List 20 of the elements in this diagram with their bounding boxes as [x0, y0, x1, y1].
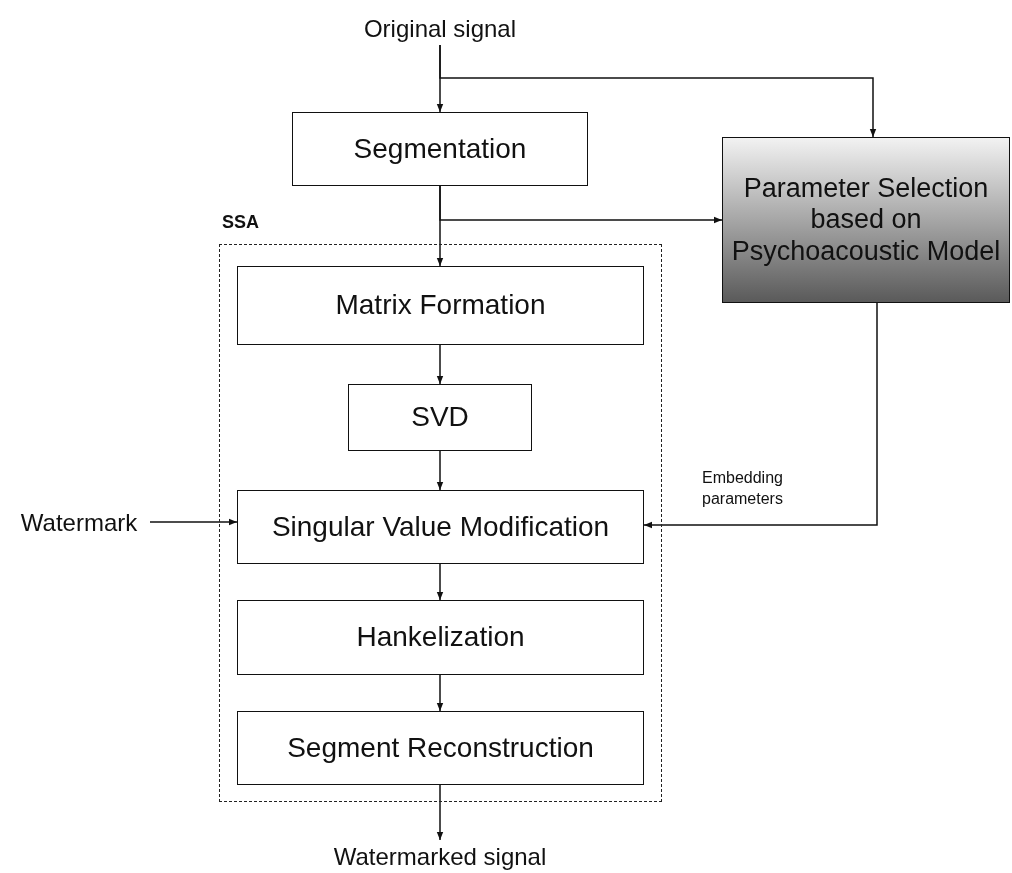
process-box: Segmentation — [292, 112, 588, 186]
arrow — [439, 185, 723, 224]
process-box: Parameter Selection based on Psychoacoustic Model — [722, 137, 1010, 303]
arrow — [436, 674, 444, 712]
process-box: Segment Reconstruction — [237, 711, 644, 785]
process-box: Singular Value Modification — [237, 490, 644, 564]
arrow — [643, 302, 878, 529]
signal-label: Original signal — [340, 12, 540, 45]
arrow — [436, 344, 444, 385]
arrow — [439, 44, 877, 138]
arrow — [436, 563, 444, 601]
process-box: Matrix Formation — [237, 266, 644, 345]
arrow — [436, 784, 444, 841]
arrow — [436, 450, 444, 491]
group-heading: SSA — [222, 212, 259, 233]
process-box: SVD — [348, 384, 532, 451]
signal-label: Watermark — [8, 506, 150, 539]
process-box: Hankelization — [237, 600, 644, 675]
signal-label: Watermarked signal — [300, 840, 580, 873]
arrow — [149, 518, 238, 526]
